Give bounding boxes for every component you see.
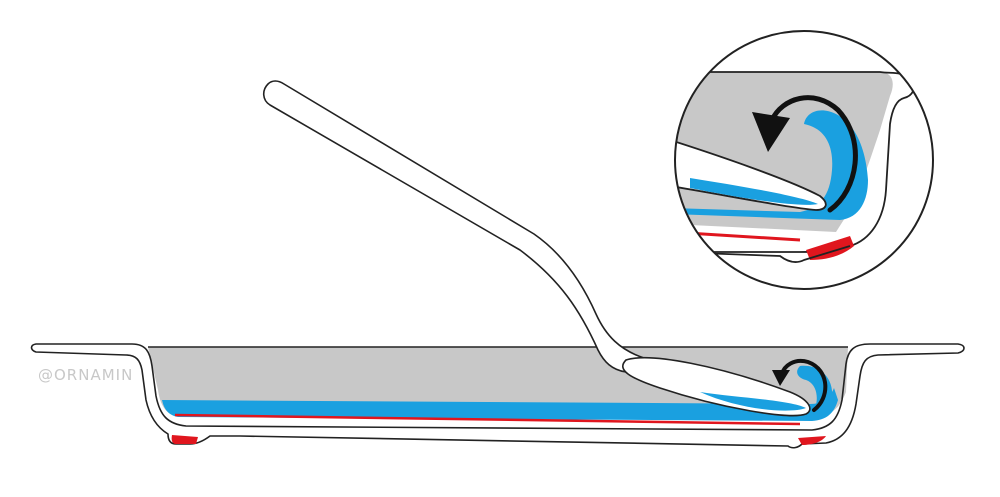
liquid-blue-layer: [162, 388, 838, 421]
zoom-arrow-head: [752, 112, 790, 152]
red-film-line: [174, 413, 801, 426]
zoom-liquid-base: [675, 110, 868, 220]
right-red-foot: [798, 436, 826, 445]
zoom-spoon-liquid: [690, 178, 818, 205]
left-red-foot: [171, 435, 198, 444]
spoon-liquid: [700, 392, 806, 411]
zoom-curved-arrow: [769, 95, 858, 213]
spoon-handle: [262, 80, 645, 373]
magnifier-circle-icon: [674, 30, 934, 290]
zoom-red-foot: [806, 236, 854, 260]
curved-arrow-icon: [772, 359, 828, 412]
magnifier-border: [674, 30, 934, 290]
plate-outline: [30, 343, 965, 449]
zoom-spoon: [675, 138, 827, 211]
zoom-base-outline: [675, 245, 851, 263]
watermark-text: @ORNAMIN: [38, 366, 134, 384]
